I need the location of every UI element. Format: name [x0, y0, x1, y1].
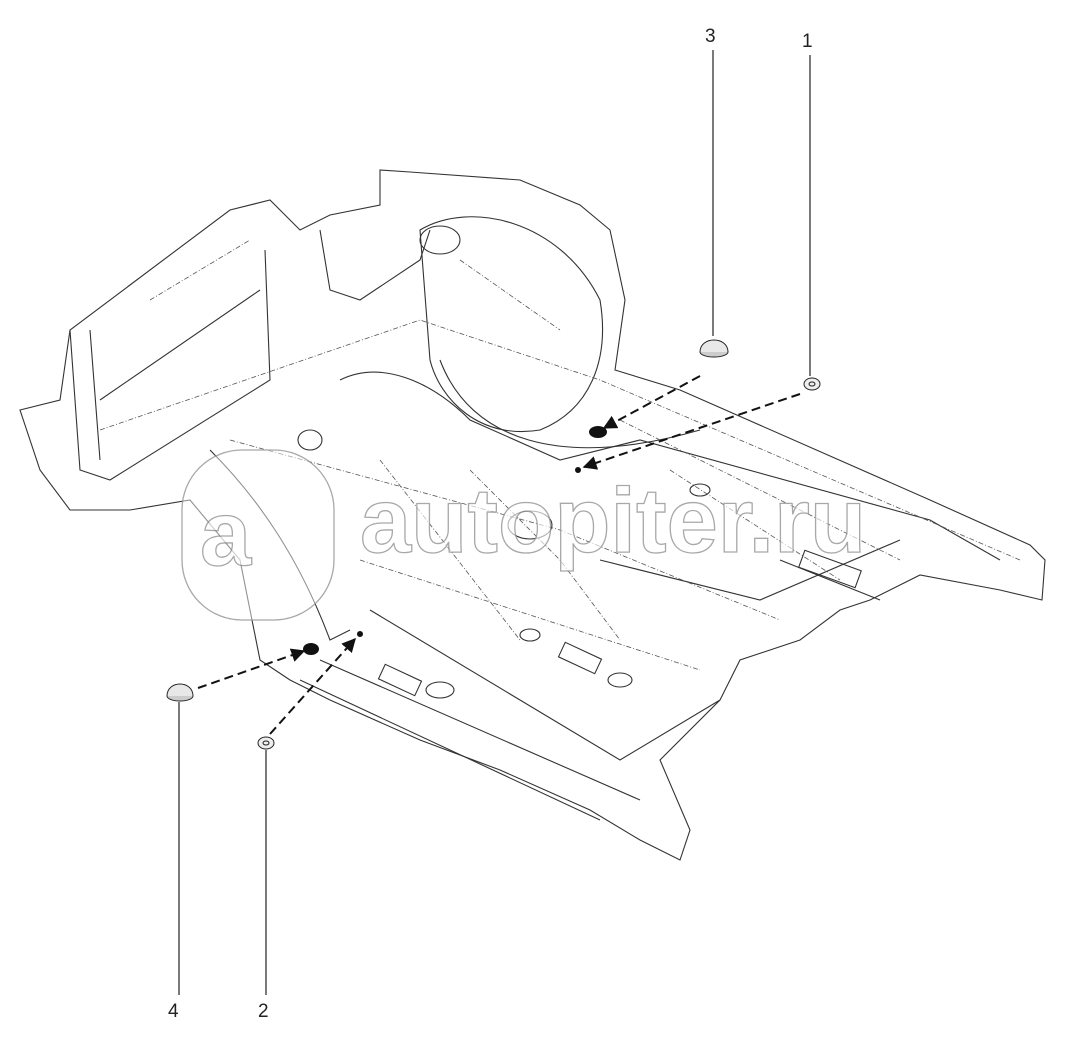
- arrow-2: [269, 637, 356, 735]
- callout-3[interactable]: 3: [602, 26, 729, 429]
- callout-label-2: 2: [258, 1001, 269, 1022]
- callout-1[interactable]: 1: [582, 31, 821, 470]
- plug-4-hole: [303, 643, 319, 655]
- callout-2[interactable]: 2: [257, 637, 356, 1022]
- watermark-text: autopiter.ru: [360, 470, 866, 572]
- plug-3-hole: [589, 426, 607, 438]
- arrow-4: [197, 648, 306, 689]
- plug-1-hole: [575, 467, 581, 473]
- callout-4[interactable]: 4: [166, 648, 306, 1022]
- callout-label-1: 1: [802, 31, 813, 52]
- plug-3-icon: [699, 339, 729, 358]
- watermark-logo-letter: a: [200, 483, 252, 585]
- callout-label-4: 4: [168, 1001, 179, 1022]
- watermark-logo-badge: [181, 449, 335, 621]
- callout-label-3: 3: [705, 26, 716, 47]
- plug-4-icon: [166, 683, 194, 702]
- watermark: a autopiter.ru: [181, 449, 867, 621]
- plug-2-icon: [257, 736, 275, 750]
- plug-1-icon: [803, 377, 821, 391]
- floor-pan-body: [19, 169, 1046, 861]
- plug-2-hole: [357, 631, 363, 637]
- arrow-3: [602, 375, 701, 429]
- arrow-1: [582, 393, 801, 470]
